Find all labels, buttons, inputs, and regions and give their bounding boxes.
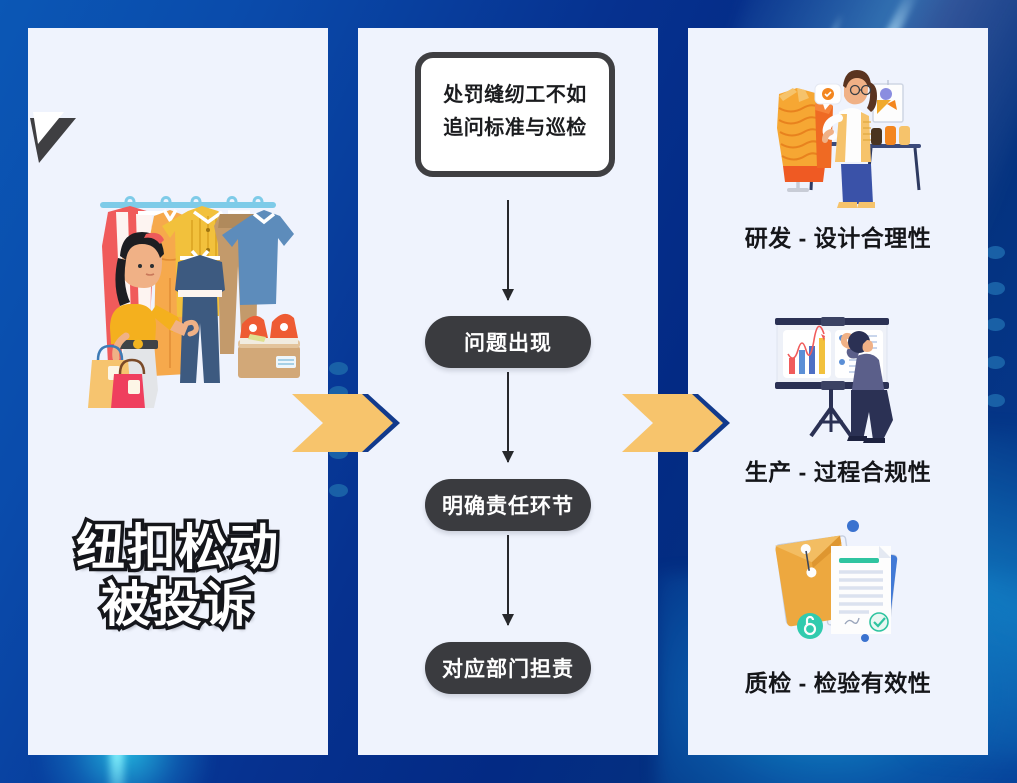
department-label-production: 生产 - 过程合规性 <box>744 459 932 485</box>
department-item-production: 生产 - 过程合规性 <box>688 290 988 487</box>
decorative-dot <box>985 317 1005 331</box>
presentation-chart-board-illustration <box>753 290 923 445</box>
department-label-rnd: 研发 - 设计合理性 <box>744 225 932 251</box>
department-label-quality-check: 质检 - 检验有效性 <box>744 670 932 696</box>
decorative-dot <box>985 355 1005 369</box>
shopper-clothing-rack-illustration <box>42 108 314 436</box>
flow-arrow-middle-to-right <box>622 388 732 458</box>
department-item-quality-check: 质检 - 检验有效性 <box>688 510 988 698</box>
flow-connector-1 <box>502 200 514 301</box>
speech-bubble-line-1: 处罚缝纫工不如 <box>443 84 587 106</box>
speech-bubble: 处罚缝纫工不如 追问标准与巡检 <box>415 52 615 177</box>
flow-connector-2 <box>502 372 514 463</box>
flow-arrow-left-to-middle <box>292 388 402 458</box>
department-item-rnd: 研发 - 设计合理性 <box>688 56 988 253</box>
decorative-dot <box>985 393 1005 407</box>
panel-problem: 纽扣松动 被投诉 <box>28 28 328 755</box>
decorative-dot <box>328 483 348 497</box>
decorative-dot <box>328 361 348 375</box>
decorative-dot <box>985 281 1005 295</box>
connector-arrowhead <box>502 451 514 463</box>
documents-folder-approved-illustration <box>753 510 923 656</box>
flow-node-department-takes-responsibility[interactable]: 对应部门担责 <box>425 642 591 694</box>
speech-bubble-tail-fill <box>33 112 64 144</box>
connector-line <box>507 535 509 625</box>
flow-node-identify-responsible-stage[interactable]: 明确责任环节 <box>425 479 591 531</box>
page-title-line-1: 纽扣松动 <box>72 518 281 579</box>
decorative-dot <box>985 245 1005 259</box>
connector-line <box>507 372 509 462</box>
speech-bubble-text: 处罚缝纫工不如 追问标准与巡检 <box>421 79 609 145</box>
flow-connector-3 <box>502 535 514 626</box>
connector-arrowhead <box>502 614 514 626</box>
connector-arrowhead <box>502 289 514 301</box>
flow-node-problem-appears[interactable]: 问题出现 <box>425 316 591 368</box>
connector-line <box>507 200 509 300</box>
fashion-designer-mannequin-illustration <box>753 56 923 211</box>
speech-bubble-line-2: 追问标准与巡检 <box>443 117 587 139</box>
page-title-line-2: 被投诉 <box>98 575 256 636</box>
page-title: 纽扣松动 被投诉 <box>28 518 328 636</box>
